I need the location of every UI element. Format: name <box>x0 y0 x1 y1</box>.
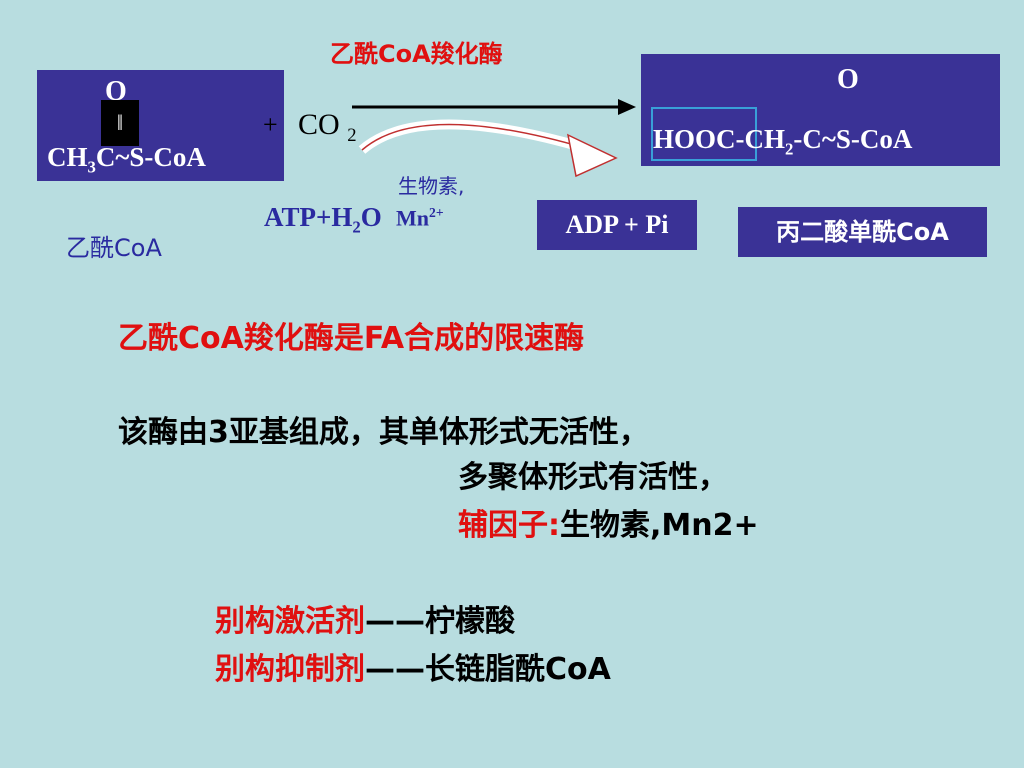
product-formula: HOOC-CH2-C~S-CoA <box>653 124 913 159</box>
main-arrow-head <box>618 99 636 115</box>
cofactor-label: 生物素, <box>398 174 465 198</box>
product-name-box: 丙二酸单酰CoA <box>738 207 987 257</box>
substrate-box: O ‖ CH3C~S-CoA <box>37 70 284 181</box>
substrate-formula: CH3C~S-CoA <box>47 142 206 177</box>
side-arrow-body <box>358 119 587 154</box>
product-box: O HOOC-CH2-C~S-CoA <box>641 54 1000 166</box>
co2-label: CO 2 <box>298 108 357 146</box>
atp-water-label: ATP+H2O <box>264 202 382 237</box>
substrate-name: 乙酰CoA <box>66 234 162 262</box>
subunit-note: 该酶由3亚基组成，其单体形式无活性， <box>118 415 649 450</box>
substrate-oxygen: O <box>105 76 127 107</box>
enzyme-label: 乙酰CoA羧化酶 <box>330 40 503 68</box>
adp-pi-box: ADP + Pi <box>537 200 697 250</box>
cofactor-note: 辅因子:生物素,Mn2+ <box>458 508 759 543</box>
side-arrow-outline <box>361 123 586 151</box>
side-arrow-head <box>566 133 618 178</box>
rate-limiting-note: 乙酰CoA羧化酶是FA合成的限速酶 <box>118 321 585 356</box>
polymer-note: 多聚体形式有活性， <box>458 460 728 495</box>
double-bond-icon: ‖ <box>101 100 139 146</box>
reaction-arrows <box>352 99 636 178</box>
inhibitor-note: 别构抑制剂——长链脂酰CoA <box>215 652 611 687</box>
product-oxygen: O <box>837 64 859 95</box>
plus-sign: + <box>263 110 278 139</box>
mn-ion-label: Mn2+ <box>396 205 444 231</box>
carboxyl-highlight <box>651 107 757 161</box>
activator-note: 别构激活剂——柠檬酸 <box>215 604 515 639</box>
